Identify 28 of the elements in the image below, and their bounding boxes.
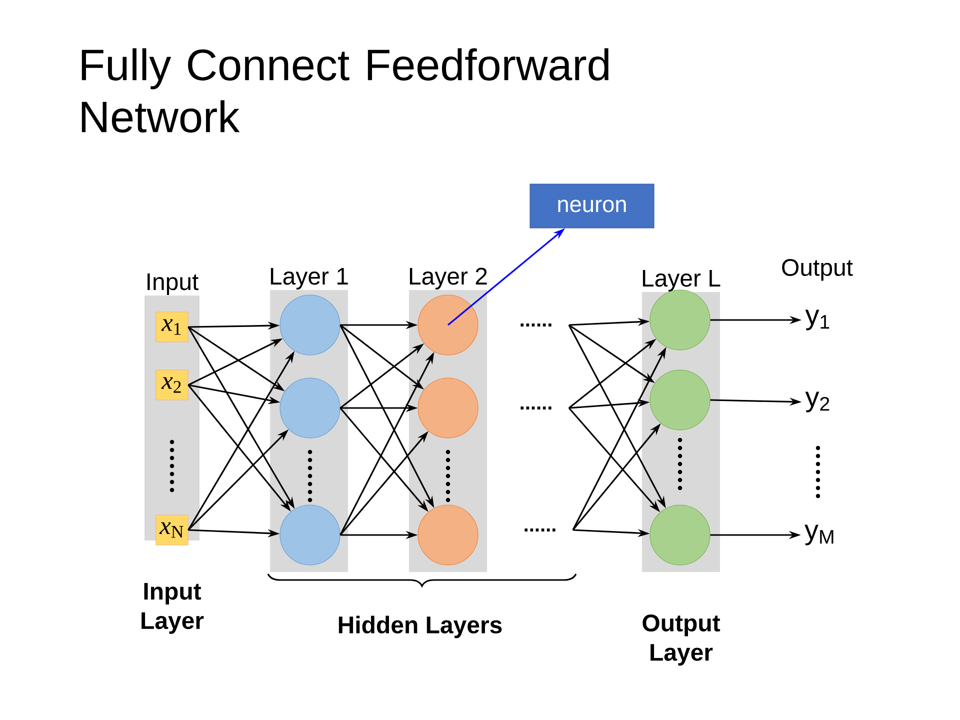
neuron-circle bbox=[650, 370, 710, 430]
output-label: y$_{M}$ bbox=[804, 524, 834, 546]
neuron-circle bbox=[280, 378, 340, 438]
neuron-circle bbox=[280, 504, 340, 566]
neuron-circle bbox=[418, 378, 478, 438]
node-label: Layer 2 bbox=[410, 268, 487, 290]
input-box: x$_{1}$ bbox=[156, 312, 188, 342]
node-label: Input bbox=[148, 273, 199, 295]
neuron-circle bbox=[418, 504, 478, 566]
neuron-circle bbox=[418, 294, 478, 356]
ellipsis: ...... bbox=[520, 406, 552, 410]
neuron-circle bbox=[650, 290, 710, 350]
column-heading: Output bbox=[782, 258, 853, 281]
neuron-circle bbox=[280, 294, 340, 356]
node-label: Layer 1 bbox=[270, 268, 348, 290]
group-label: Hidden Layers bbox=[338, 616, 502, 638]
node-label: Layer L bbox=[642, 270, 720, 292]
node-label: Output Layer bbox=[642, 614, 720, 666]
neuron-circle bbox=[650, 504, 710, 566]
label-box: neuron bbox=[530, 184, 654, 228]
output-label: y$_{2}$ bbox=[805, 392, 830, 412]
output-label: y$_{1}$ bbox=[805, 310, 830, 330]
node-label: Input Layer bbox=[142, 583, 204, 634]
ellipsis: ...... bbox=[520, 324, 552, 326]
input-box: x$_{N}$ bbox=[156, 514, 188, 546]
ellipsis: ...... bbox=[524, 528, 556, 532]
input-box: x$_{2}$ bbox=[156, 370, 188, 400]
title: Fully Connect Feedforward Network bbox=[82, 48, 608, 133]
